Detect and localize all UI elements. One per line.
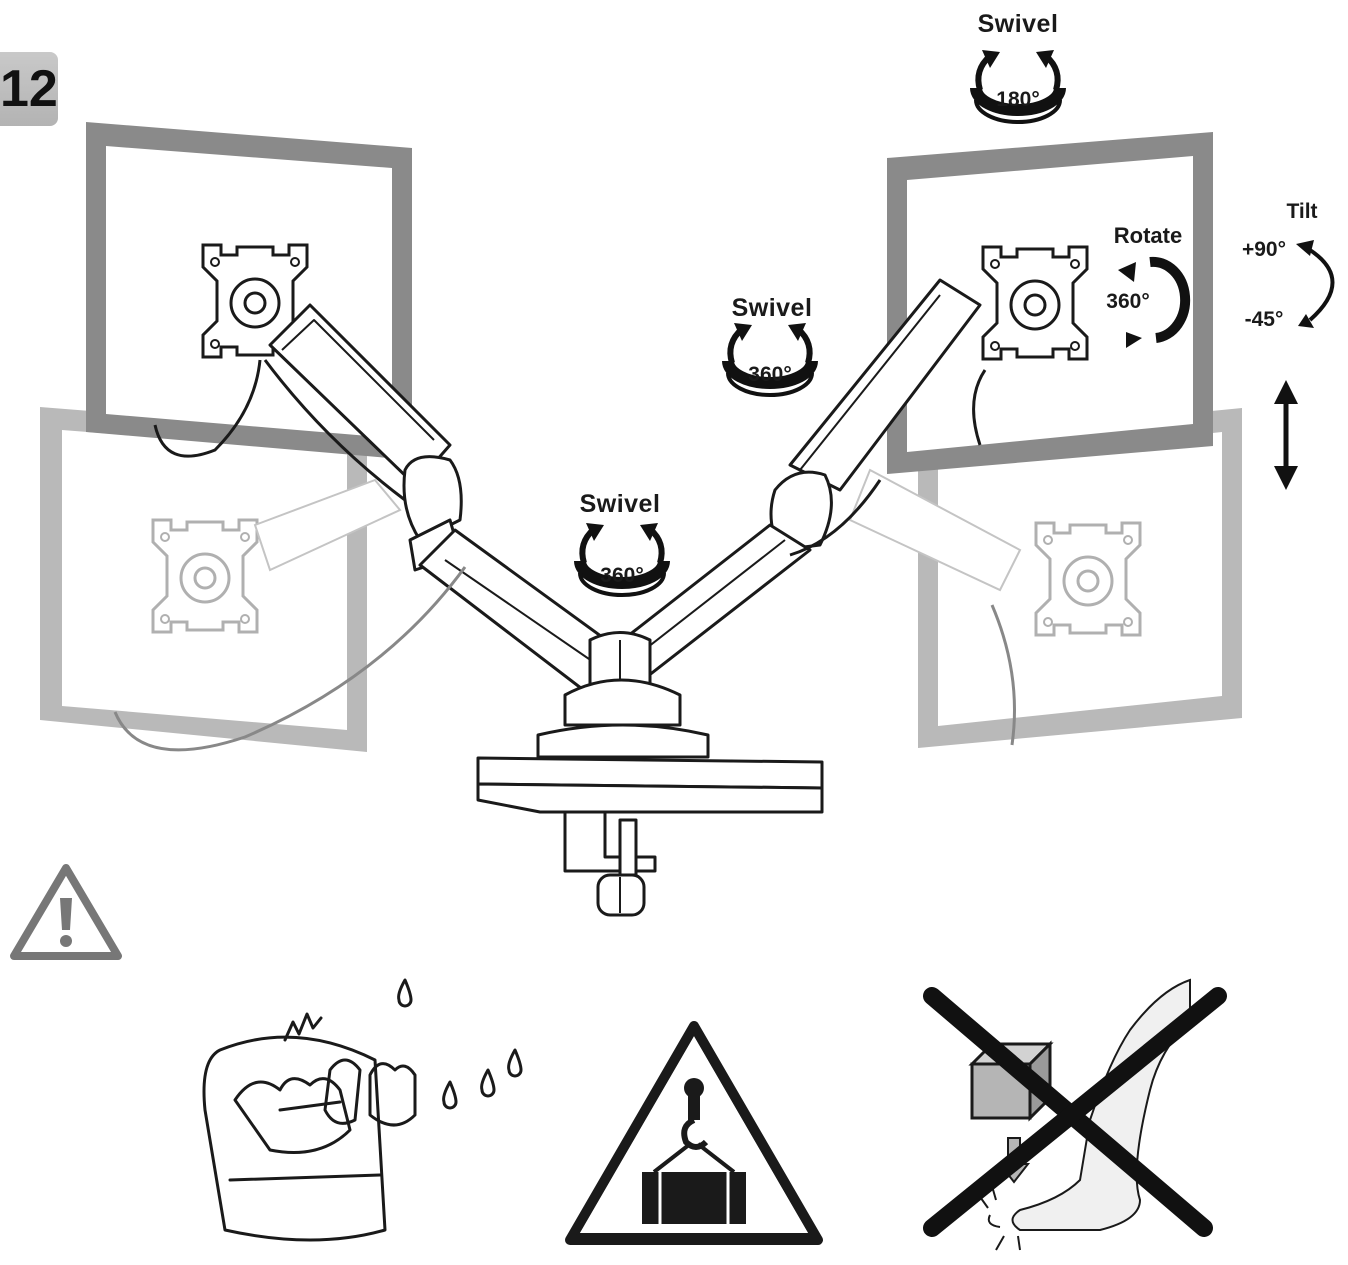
tilt-indicator: Tilt +90° -45° xyxy=(1242,200,1335,331)
swivel-right-arm-indicator: Swivel 360° xyxy=(728,294,812,395)
step-number: 12 xyxy=(0,60,58,118)
stand-and-arms xyxy=(268,278,982,917)
swivel-center-label: Swivel xyxy=(580,490,661,518)
swivel-180-indicator: Swivel 180° xyxy=(976,10,1060,122)
warning-triangle-icon xyxy=(10,864,122,960)
tilt-up-degree: +90° xyxy=(1242,238,1286,261)
swivel-top-label: Swivel xyxy=(978,10,1059,38)
swivel-top-degree: 180° xyxy=(996,88,1039,111)
vesa-plate-icon xyxy=(981,245,1089,361)
tilt-down-degree: -45° xyxy=(1245,308,1284,331)
rotate-label: Rotate xyxy=(1114,223,1182,248)
left-monitor-lowered xyxy=(40,407,402,752)
dropping-object-prohibited-icon xyxy=(923,978,1227,1251)
vesa-plate-icon xyxy=(1034,521,1142,637)
swivel-center-degree: 360° xyxy=(600,564,643,587)
right-monitor-raised xyxy=(887,132,1213,474)
pinch-hand-hazard-icon xyxy=(202,978,523,1242)
rotate-arrow-icon xyxy=(1118,256,1191,348)
step-number-badge: 12 xyxy=(0,52,58,126)
rotate-degree: 360° xyxy=(1106,290,1149,313)
tilt-label: Tilt xyxy=(1286,200,1317,223)
swivel-right-arm-label: Swivel xyxy=(732,294,813,322)
swivel-arrow-icon xyxy=(976,50,1060,122)
tilt-arrow-icon xyxy=(1296,240,1335,328)
height-adjust-arrow-icon xyxy=(1274,380,1298,490)
vesa-plate-icon xyxy=(151,518,259,634)
swivel-right-arm-degree: 360° xyxy=(748,363,791,386)
cables xyxy=(113,359,1016,752)
heavy-load-warning-icon xyxy=(565,1021,823,1245)
swivel-center-indicator: Swivel 360° xyxy=(580,490,664,595)
rotate-indicator: Rotate 360° xyxy=(1106,223,1191,348)
